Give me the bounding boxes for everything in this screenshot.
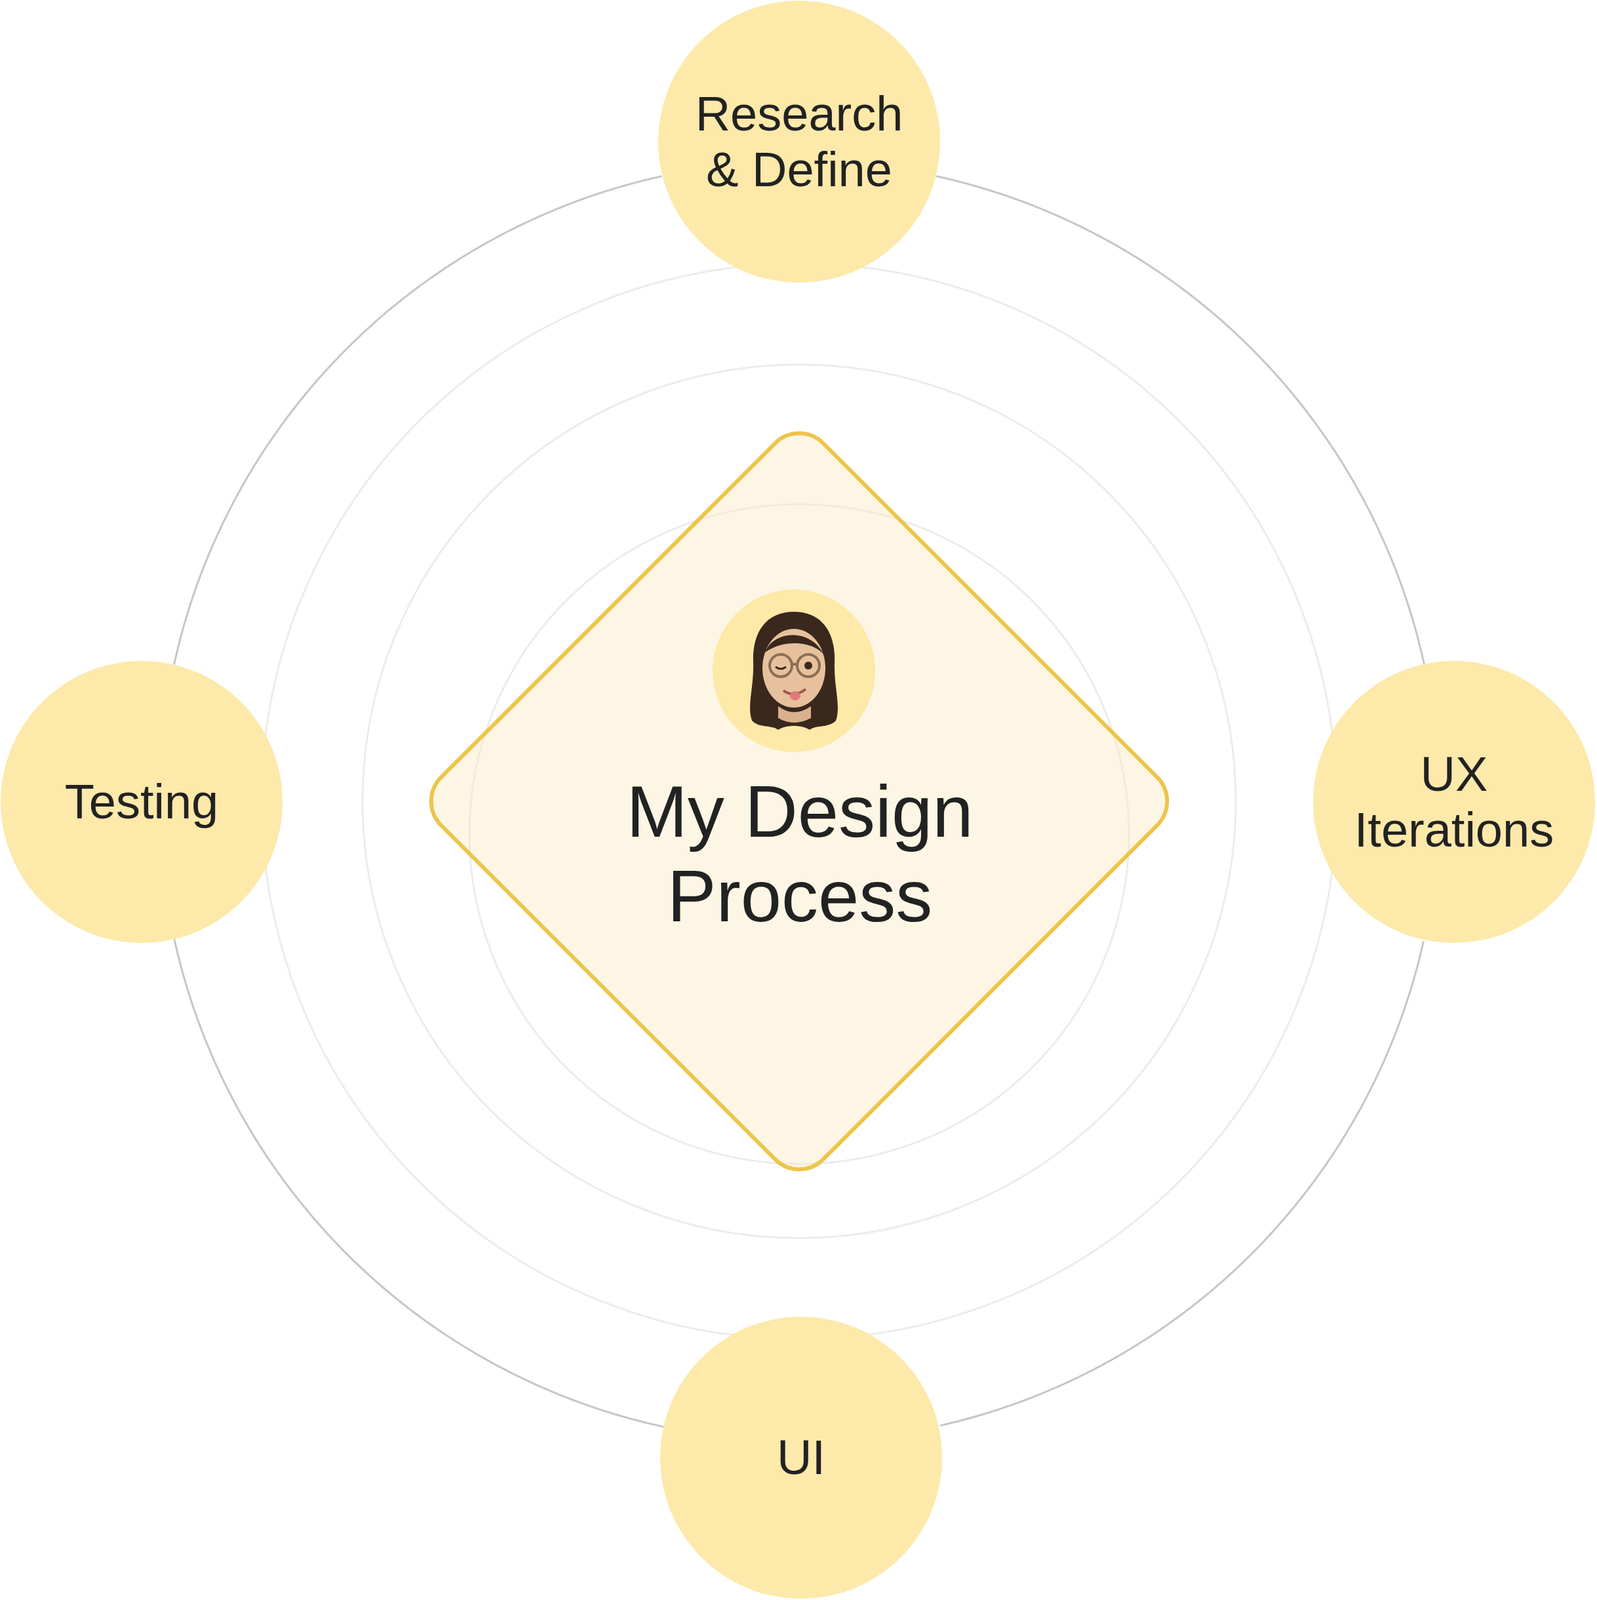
center-diamond: My Design Process (414, 416, 1184, 1186)
step-label: UI (776, 1429, 826, 1485)
orbit-connector (173, 176, 662, 665)
step-circle: UI (660, 1316, 943, 1599)
step-circle: UX Iterations (1313, 660, 1596, 943)
step-label: Research & Define (687, 85, 911, 198)
step-label: Testing (64, 773, 219, 830)
step-circle: Testing (0, 660, 283, 943)
orbit-connector (936, 176, 1424, 665)
circle-outline (658, 0, 941, 283)
orbit-connector (174, 938, 664, 1427)
orbit-ring (261, 263, 1337, 1339)
step-label: UX Iterations (1342, 746, 1566, 858)
orbit-connector (940, 940, 1424, 1426)
circle-outline (1313, 660, 1596, 943)
orbit-ring (362, 364, 1236, 1238)
step-circle: Research & Define (658, 0, 941, 283)
center-title: My Design Process (590, 769, 1010, 939)
avatar-illustration (712, 589, 876, 752)
